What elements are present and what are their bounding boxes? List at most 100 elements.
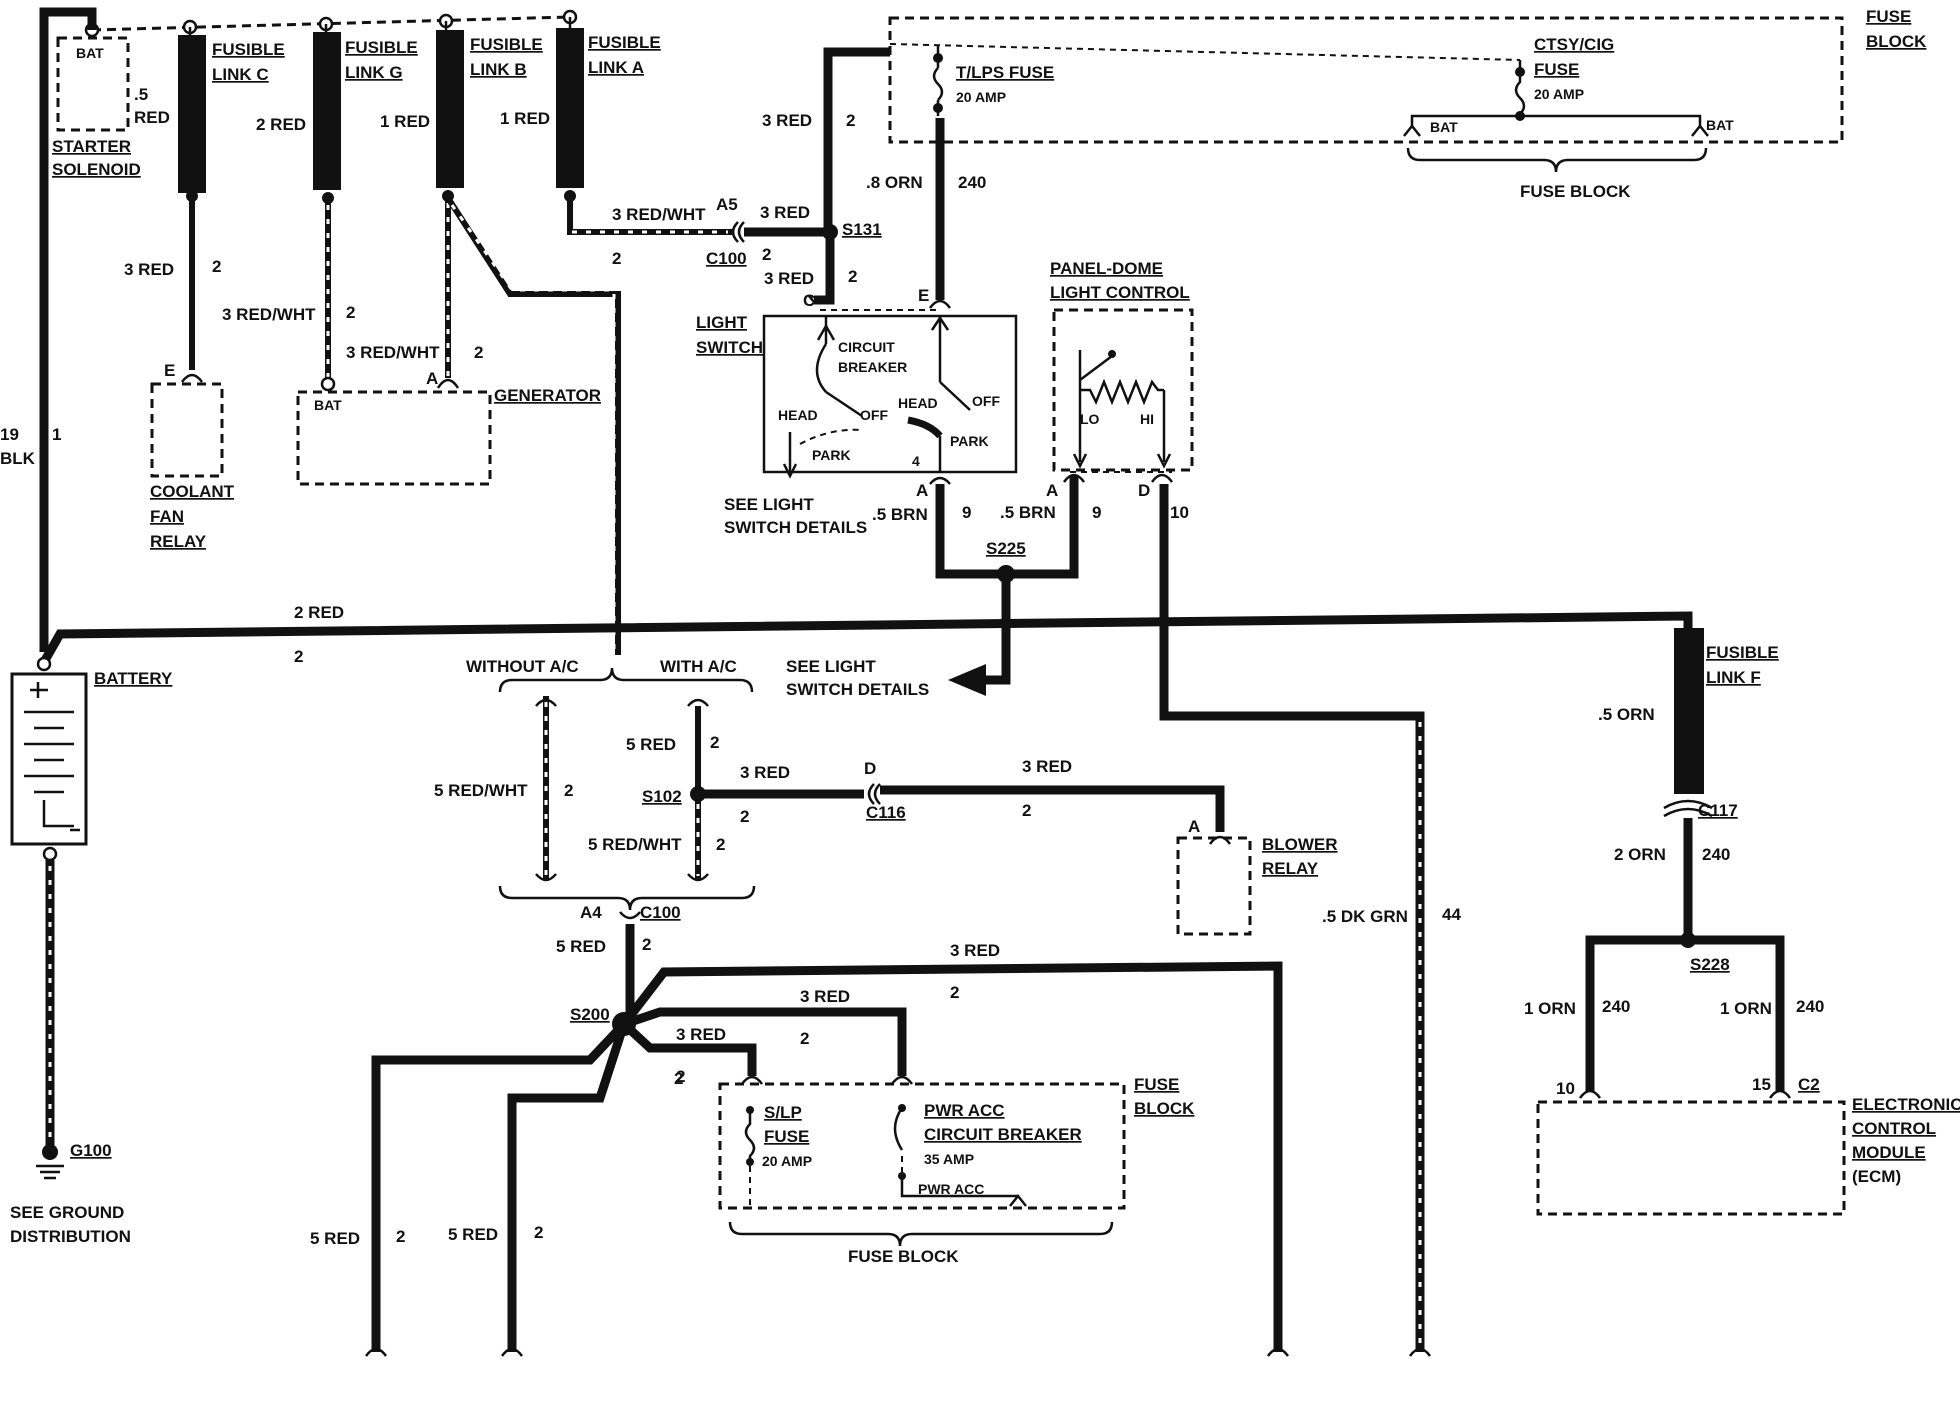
s225-circuit: .5 BRN 9 .5 BRN 9 S225 SEE LIGHT SWITCH …	[786, 476, 1101, 699]
head-label-right: HEAD	[898, 395, 938, 411]
ckt-10-pd: 10	[1170, 503, 1189, 522]
wire-3-red-wht-b: 3 RED/WHT	[346, 343, 440, 362]
link-a-circuit: 3 RED/WHT A5 2 C100 3 RED 2 S131	[564, 190, 882, 268]
lower-fb-label-2: BLOCK	[1134, 1099, 1195, 1118]
off-label-left: OFF	[860, 407, 888, 423]
see-ls-details-4: SWITCH DETAILS	[786, 680, 929, 699]
wire-5-red-ac: 5 RED	[626, 735, 676, 754]
wire-label-2-red-g: 2 RED	[256, 115, 306, 134]
panel-dome-control: PANEL-DOME LIGHT CONTROL LO HI A D 10	[1046, 259, 1194, 522]
wire-5-red-wht-left: 5 RED/WHT	[434, 781, 528, 800]
ckt-2-left: 2	[396, 1227, 405, 1246]
coolant-label-3: RELAY	[150, 532, 207, 551]
pwr-acc-cb-2: CIRCUIT BREAKER	[924, 1125, 1082, 1144]
fusible-link-b-2: LINK B	[470, 60, 527, 79]
wire-label-red: RED	[134, 108, 170, 127]
conn-a-pd: A	[1046, 481, 1058, 500]
conn-e-relay: E	[164, 361, 175, 380]
fusible-link-c-1: FUSIBLE	[212, 40, 285, 59]
pwr-acc-cb-1: PWR ACC	[924, 1101, 1005, 1120]
wire-3-red-pwr: 3 RED	[800, 987, 850, 1006]
ckt-2-pwr: 2	[800, 1029, 809, 1048]
fuse-block-top-1: FUSE	[1866, 7, 1911, 26]
link-f-label-1: FUSIBLE	[1706, 643, 1779, 662]
ckt-2-s131: 2	[762, 245, 771, 264]
wire-5-orn: .5 ORN	[1598, 705, 1655, 724]
conn-c2: C2	[1798, 1075, 1820, 1094]
pin-10: 10	[1556, 1079, 1575, 1098]
ckt-2-g: 2	[346, 303, 355, 322]
conn-c-ls: C	[803, 291, 815, 310]
conn-a-blower: A	[1188, 817, 1200, 836]
ckt-2-ls: 2	[848, 267, 857, 286]
wire-5-red-mid: 5 RED	[448, 1225, 498, 1244]
ecm-label-4: (ECM)	[1852, 1167, 1901, 1186]
starter-label-2: SOLENOID	[52, 160, 141, 179]
wire-8-orn: .8 ORN	[866, 173, 923, 192]
lo-label: LO	[1080, 411, 1100, 427]
ctsy-fuse-amps: 20 AMP	[1534, 86, 1584, 102]
hi-label: HI	[1140, 411, 1154, 427]
ckt-2-slp: 2	[674, 1069, 683, 1088]
see-ls-details-3: SEE LIGHT	[786, 657, 876, 676]
wire-blk: BLK	[0, 449, 36, 468]
with-ac-label: WITH A/C	[660, 657, 737, 676]
wire-3-red-c: 3 RED	[124, 260, 174, 279]
generator-bat: BAT	[314, 397, 342, 413]
pin-15: 15	[1752, 1075, 1771, 1094]
ecm-circuit: FUSIBLE LINK F .5 ORN C117 2 ORN 240 S22…	[1524, 628, 1960, 1216]
fuse-block-mid: FUSE BLOCK	[1520, 182, 1631, 201]
battery-label: BATTERY	[94, 669, 173, 688]
splice-s200: S200	[570, 1005, 610, 1024]
wire-3-red-wht-a: 3 RED/WHT	[612, 205, 706, 224]
s131-circuit: 3 RED 2 3 RED 2	[762, 47, 890, 305]
wire-3-red-up: 3 RED	[762, 111, 812, 130]
starter-solenoid: BAT STARTER SOLENOID .5 RED	[52, 36, 170, 179]
cb-label-1: CIRCUIT	[838, 339, 895, 355]
ctsy-fuse-label-1: CTSY/CIG	[1534, 35, 1614, 54]
wire-5-brn-left: .5 BRN	[872, 505, 928, 524]
ac-section: WITHOUT A/C WITH A/C 5 RED/WHT 2 5 RED 2…	[434, 657, 756, 922]
park-label-left: PARK	[812, 447, 851, 463]
wire-3-red-long: 3 RED	[950, 941, 1000, 960]
ckt-2-mid: 2	[534, 1223, 543, 1242]
battery-bus: 2 RED 2	[36, 603, 1693, 672]
ckt-2-slp-wire: 2	[676, 1067, 685, 1086]
fusible-link-a-2: LINK A	[588, 58, 644, 77]
fusible-link-c-2: LINK C	[212, 65, 269, 84]
wire-3-red-blower: 3 RED	[1022, 757, 1072, 776]
light-switch-label-2: SWITCH	[696, 338, 763, 357]
without-ac-label: WITHOUT A/C	[466, 657, 579, 676]
ckt-9-left: 9	[962, 503, 971, 522]
conn-c116: C116	[866, 803, 906, 822]
bat-fuse-right: BAT	[1706, 117, 1734, 133]
see-ls-details-1: SEE LIGHT	[724, 495, 814, 514]
wire-1-orn-left: 1 ORN	[1524, 999, 1576, 1018]
conn-e-ls: E	[918, 286, 929, 305]
conn-a4: A4	[580, 903, 602, 922]
ckt-2-ac-left: 2	[564, 781, 573, 800]
ckt-2-s102-right: 2	[740, 807, 749, 826]
bat-fuse-left: BAT	[1430, 119, 1458, 135]
ckt-2-b: 2	[474, 343, 483, 362]
wire-3-red-s131: 3 RED	[760, 203, 810, 222]
fusible-link-g-1: FUSIBLE	[345, 38, 418, 57]
wire-5-red-c100: 5 RED	[556, 937, 606, 956]
wire-3-red-slp: 3 RED	[676, 1025, 726, 1044]
blower-label-1: BLOWER	[1262, 835, 1338, 854]
ckt-9-right: 9	[1092, 503, 1101, 522]
generator-label: GENERATOR	[494, 386, 601, 405]
wire-19: 19	[0, 425, 19, 444]
coolant-fan-circuit: E 3 RED 2 COOLANT FAN RELAY	[124, 190, 235, 551]
splice-s228: S228	[1690, 955, 1730, 974]
wire-1-orn-right: 1 ORN	[1720, 999, 1772, 1018]
conn-d-c116: D	[864, 759, 876, 778]
coolant-label-2: FAN	[150, 507, 184, 526]
head-label-left: HEAD	[778, 407, 818, 423]
panel-dome-label-2: LIGHT CONTROL	[1050, 283, 1190, 302]
ckt-1: 1	[52, 425, 61, 444]
pwr-acc-label: PWR ACC	[918, 1181, 984, 1197]
blower-label-2: RELAY	[1262, 859, 1319, 878]
link-f-label-2: LINK F	[1706, 668, 1761, 687]
